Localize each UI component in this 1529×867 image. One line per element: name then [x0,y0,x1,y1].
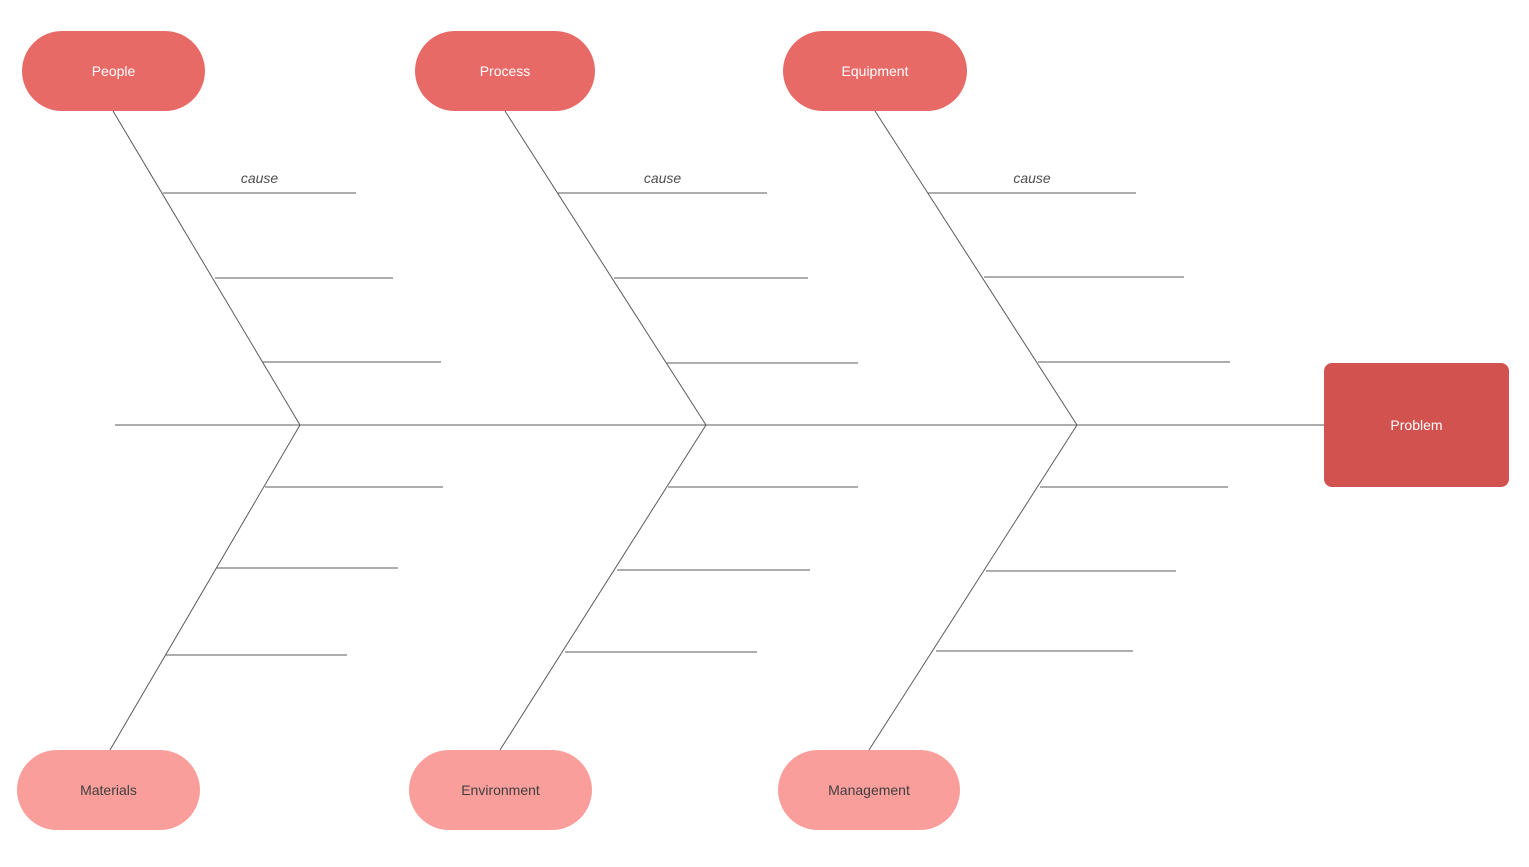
category-pill-equipment[interactable]: Equipment [783,31,967,111]
bone-process[interactable] [504,110,707,426]
category-pill-process[interactable]: Process [415,31,595,111]
category-pill-materials[interactable]: Materials [17,750,200,830]
category-label-materials: Materials [80,782,137,798]
bone-environment[interactable] [499,424,707,751]
cause-label-process: cause [643,170,682,186]
problem-box[interactable]: Problem [1324,363,1509,487]
bone-people[interactable] [112,110,301,426]
category-pill-people[interactable]: People [22,31,205,111]
category-label-environment: Environment [461,782,540,798]
category-pill-management[interactable]: Management [778,750,960,830]
cause-label-people: cause [240,170,279,186]
bone-materials[interactable] [109,424,301,751]
category-label-management: Management [828,782,910,798]
category-pill-environment[interactable]: Environment [409,750,592,830]
category-label-people: People [91,63,136,79]
category-label-equipment: Equipment [841,63,909,79]
bone-management[interactable] [868,424,1078,751]
problem-label: Problem [1390,417,1443,433]
cause-label-equipment: cause [1013,170,1051,186]
category-label-process: Process [479,63,531,79]
bone-equipment[interactable] [874,110,1078,426]
